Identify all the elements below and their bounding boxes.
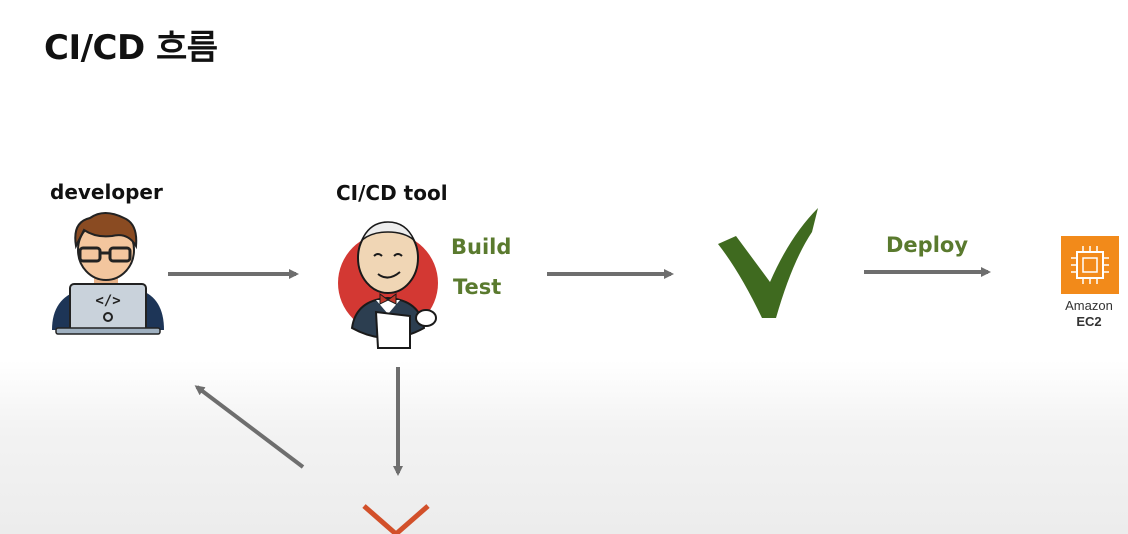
jenkins-butler-icon <box>338 221 438 349</box>
developer-laptop-icon: </> <box>52 212 164 335</box>
arrow-back-to-developer <box>194 385 305 469</box>
ec2-service-label: Amazon <box>1065 298 1113 313</box>
test-step-label: Test <box>453 275 502 299</box>
page-title: CI/CD 흐름 <box>44 28 218 68</box>
ec2-product-label: EC2 <box>1076 314 1102 329</box>
developer-label: developer <box>50 180 163 204</box>
checkmark-icon <box>718 208 818 318</box>
cicd-tool-label: CI/CD tool <box>336 181 448 205</box>
svg-text:</>: </> <box>95 293 120 309</box>
fail-mark-icon <box>362 504 430 534</box>
deploy-step-label: Deploy <box>886 233 969 257</box>
ec2-icon <box>1061 236 1119 294</box>
build-step-label: Build <box>451 235 512 259</box>
